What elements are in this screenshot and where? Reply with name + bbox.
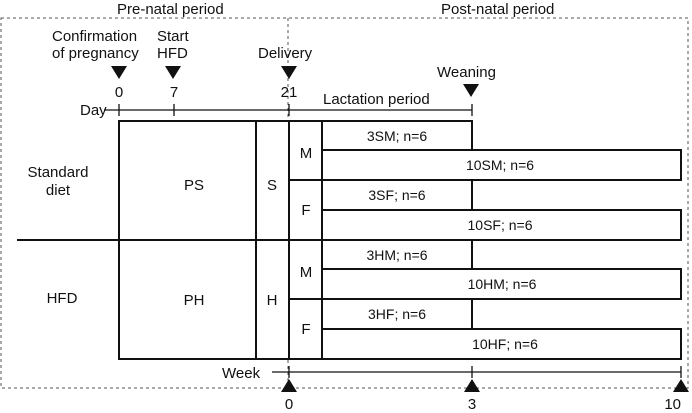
group-label-3hf: 3HF; n=6 bbox=[368, 306, 426, 322]
group-label-3sm: 3SM; n=6 bbox=[367, 128, 428, 144]
lactation-period-label: Lactation period bbox=[323, 91, 430, 108]
standard-diet-label-line1: Standard bbox=[28, 164, 89, 181]
prenatal-period-title: Pre-natal period bbox=[117, 1, 224, 18]
start-hfd-label-line2: HFD bbox=[157, 45, 188, 62]
weaning-marker-icon bbox=[463, 84, 479, 97]
sex-box-hfd-male bbox=[288, 239, 323, 300]
s-label: S bbox=[267, 177, 277, 194]
confirmation-label-line1: Confirmation bbox=[52, 28, 137, 45]
postnatal-period-title: Post-natal period bbox=[441, 1, 554, 18]
group-label-10sf: 10SF; n=6 bbox=[468, 217, 533, 233]
delivery-label: Delivery bbox=[258, 45, 313, 62]
week-tick-3: 3 bbox=[468, 396, 476, 413]
day-tick-0: 0 bbox=[115, 84, 123, 101]
confirmation-marker-icon bbox=[111, 66, 127, 79]
sex-label-standard-male: M bbox=[300, 145, 313, 162]
group-bar-3sm bbox=[321, 120, 473, 151]
day-tick-21: 21 bbox=[281, 84, 298, 101]
h-label: H bbox=[267, 292, 278, 309]
hfd-diet-label: HFD bbox=[47, 290, 78, 307]
day-tick-7: 7 bbox=[170, 84, 178, 101]
group-label-10hf: 10HF; n=6 bbox=[472, 336, 538, 352]
start-hfd-label-line1: Start bbox=[157, 28, 190, 45]
sex-box-standard-female bbox=[288, 179, 323, 241]
group-label-10sm: 10SM; n=6 bbox=[466, 157, 534, 173]
group-label-3sf: 3SF; n=6 bbox=[368, 187, 425, 203]
week-10-marker-icon bbox=[673, 379, 689, 392]
week-tick-0: 0 bbox=[285, 396, 293, 413]
group-bar-3hf bbox=[321, 298, 473, 330]
standard-diet-label-line2: diet bbox=[46, 182, 71, 199]
sex-label-hfd-male: M bbox=[300, 264, 313, 281]
week-axis-label: Week bbox=[222, 365, 261, 382]
start-hfd-marker-icon bbox=[165, 66, 181, 79]
sex-label-standard-female: F bbox=[301, 202, 310, 219]
outer-dashed-frame bbox=[0, 17, 689, 389]
sex-box-hfd-female bbox=[288, 298, 323, 360]
ps-label: PS bbox=[184, 177, 204, 194]
group-bar-10hf bbox=[321, 328, 682, 360]
group-label-3hm: 3HM; n=6 bbox=[366, 247, 427, 263]
group-bar-10hm bbox=[321, 268, 682, 300]
group-bar-10sm bbox=[321, 149, 682, 181]
group-bar-10sf bbox=[321, 209, 682, 241]
week-tick-10: 10 bbox=[664, 396, 681, 413]
ph-label: PH bbox=[184, 292, 205, 309]
group-bar-3sf bbox=[321, 179, 473, 211]
confirmation-label-line2: of pregnancy bbox=[52, 45, 139, 62]
week-3-marker-icon bbox=[464, 379, 480, 392]
weaning-label: Weaning bbox=[437, 64, 496, 81]
week-0-marker-icon bbox=[281, 379, 297, 392]
delivery-marker-icon bbox=[281, 66, 297, 79]
day-axis-label: Day bbox=[80, 102, 107, 119]
sex-label-hfd-female: F bbox=[301, 321, 310, 338]
group-label-10hm: 10HM; n=6 bbox=[468, 276, 537, 292]
